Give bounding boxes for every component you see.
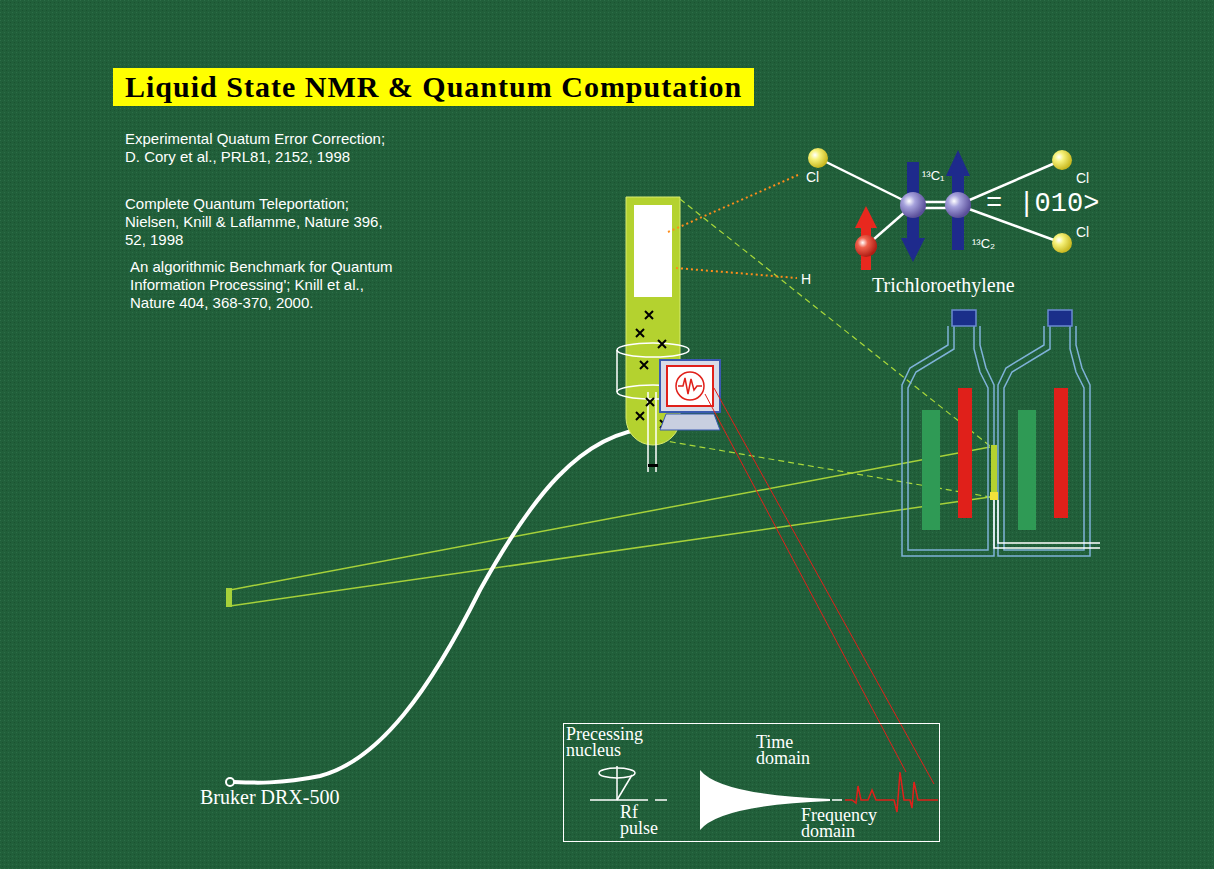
- atoms: [900, 192, 926, 218]
- instrument-name: Bruker DRX-500: [200, 786, 339, 808]
- molecule-bonds: [818, 158, 913, 205]
- atom-label: Cl: [1076, 224, 1089, 240]
- atoms: [855, 235, 877, 257]
- atom-label: ¹³C₁: [922, 168, 944, 183]
- nmr-tube: [655, 392, 657, 472]
- magnet: [1018, 410, 1036, 530]
- sketch-caption: Frequency domain: [801, 807, 889, 839]
- spin-arrows: [946, 150, 970, 250]
- spin-arrows: [855, 206, 877, 270]
- beam-wedge: [230, 447, 990, 590]
- magnet: [952, 310, 976, 326]
- tube-to-molecule-lines: [676, 268, 797, 278]
- nmr-principle-sketch: [655, 799, 667, 801]
- tube-to-molecule-lines: [668, 175, 798, 278]
- beam-wedge: [230, 497, 990, 606]
- tube-to-magnet-lines: [680, 199, 990, 446]
- molecule-name: Trichloroethylene: [872, 274, 1015, 296]
- atoms: [1052, 150, 1072, 170]
- monitor-to-spectrum-lines: [705, 394, 906, 772]
- magnet: [1048, 310, 1072, 326]
- nmr-tube: [617, 343, 689, 357]
- spin-arrows: [901, 162, 925, 262]
- magnet: [998, 326, 1090, 556]
- nmr-tube: [616, 350, 618, 392]
- sketch-caption: Rf pulse: [620, 804, 668, 836]
- computer-cable: [226, 778, 234, 786]
- sketch-caption: Time domain: [756, 734, 818, 766]
- atom-label: Cl: [1076, 170, 1089, 186]
- magnet: [958, 388, 972, 518]
- monitor-to-spectrum-lines: [714, 388, 934, 784]
- tube-to-molecule-lines: [668, 175, 798, 232]
- magnet: [902, 310, 1100, 556]
- nmr-principle-sketch: [616, 766, 618, 800]
- sketch-caption: Precessing nucleus: [566, 726, 661, 758]
- reference: An algorithmic Benchmark for Quantum Inf…: [130, 258, 405, 312]
- nmr-principle-sketch: [832, 799, 842, 801]
- computer: [667, 366, 713, 406]
- nmr-tube: [636, 412, 644, 420]
- monitor-to-spectrum-lines: [705, 388, 934, 784]
- beam-wedge: [226, 447, 990, 607]
- nmr-tube: [646, 398, 654, 406]
- magnet: [991, 445, 997, 495]
- nmr-principle-sketch: [590, 799, 648, 801]
- tube-to-magnet-lines: [660, 440, 990, 497]
- magnet: [1004, 326, 1084, 550]
- atoms: [1052, 233, 1072, 253]
- quantum-state: = |010>: [986, 191, 1099, 218]
- atoms: [808, 148, 828, 168]
- computer: [660, 360, 720, 430]
- reference: Complete Quantum Teleportation; Nielsen,…: [125, 195, 400, 249]
- spin-arrows: [855, 150, 970, 270]
- nmr-tube: [645, 311, 653, 319]
- nmr-tube: [617, 197, 700, 472]
- nmr-tube: [640, 361, 648, 369]
- title: Liquid State NMR & Quantum Computation: [113, 68, 754, 106]
- magnet: [1054, 388, 1068, 518]
- magnet: [998, 326, 1090, 556]
- nmr-tube: [648, 464, 658, 467]
- atom-label: Cl: [806, 169, 819, 185]
- nmr-tube: [634, 205, 672, 297]
- computer: [676, 372, 704, 400]
- beam-wedge: [226, 588, 232, 607]
- computer: [660, 414, 720, 430]
- atom-label: ¹³C₂: [972, 236, 995, 251]
- magnet: [990, 492, 998, 500]
- nmr-tube: [636, 329, 644, 337]
- reference: Experimental Quatum Error Correction; D.…: [125, 130, 400, 166]
- nmr-principle-sketch: [845, 772, 938, 812]
- inset-panel: Precessing nucleus Time domain Rf pulse Fre…: [563, 723, 940, 842]
- atoms: [945, 192, 971, 218]
- magnet: [994, 500, 1100, 548]
- nmr-tube: [658, 340, 666, 348]
- atom-label: H: [801, 271, 811, 287]
- computer: [678, 378, 702, 394]
- magnet: [908, 326, 988, 550]
- computer: [660, 360, 720, 412]
- nmr-principle-sketch: [617, 775, 632, 800]
- tube-to-magnet-lines: [660, 199, 990, 497]
- magnet: [922, 410, 940, 530]
- magnet: [998, 500, 1100, 543]
- magnet: [902, 326, 994, 556]
